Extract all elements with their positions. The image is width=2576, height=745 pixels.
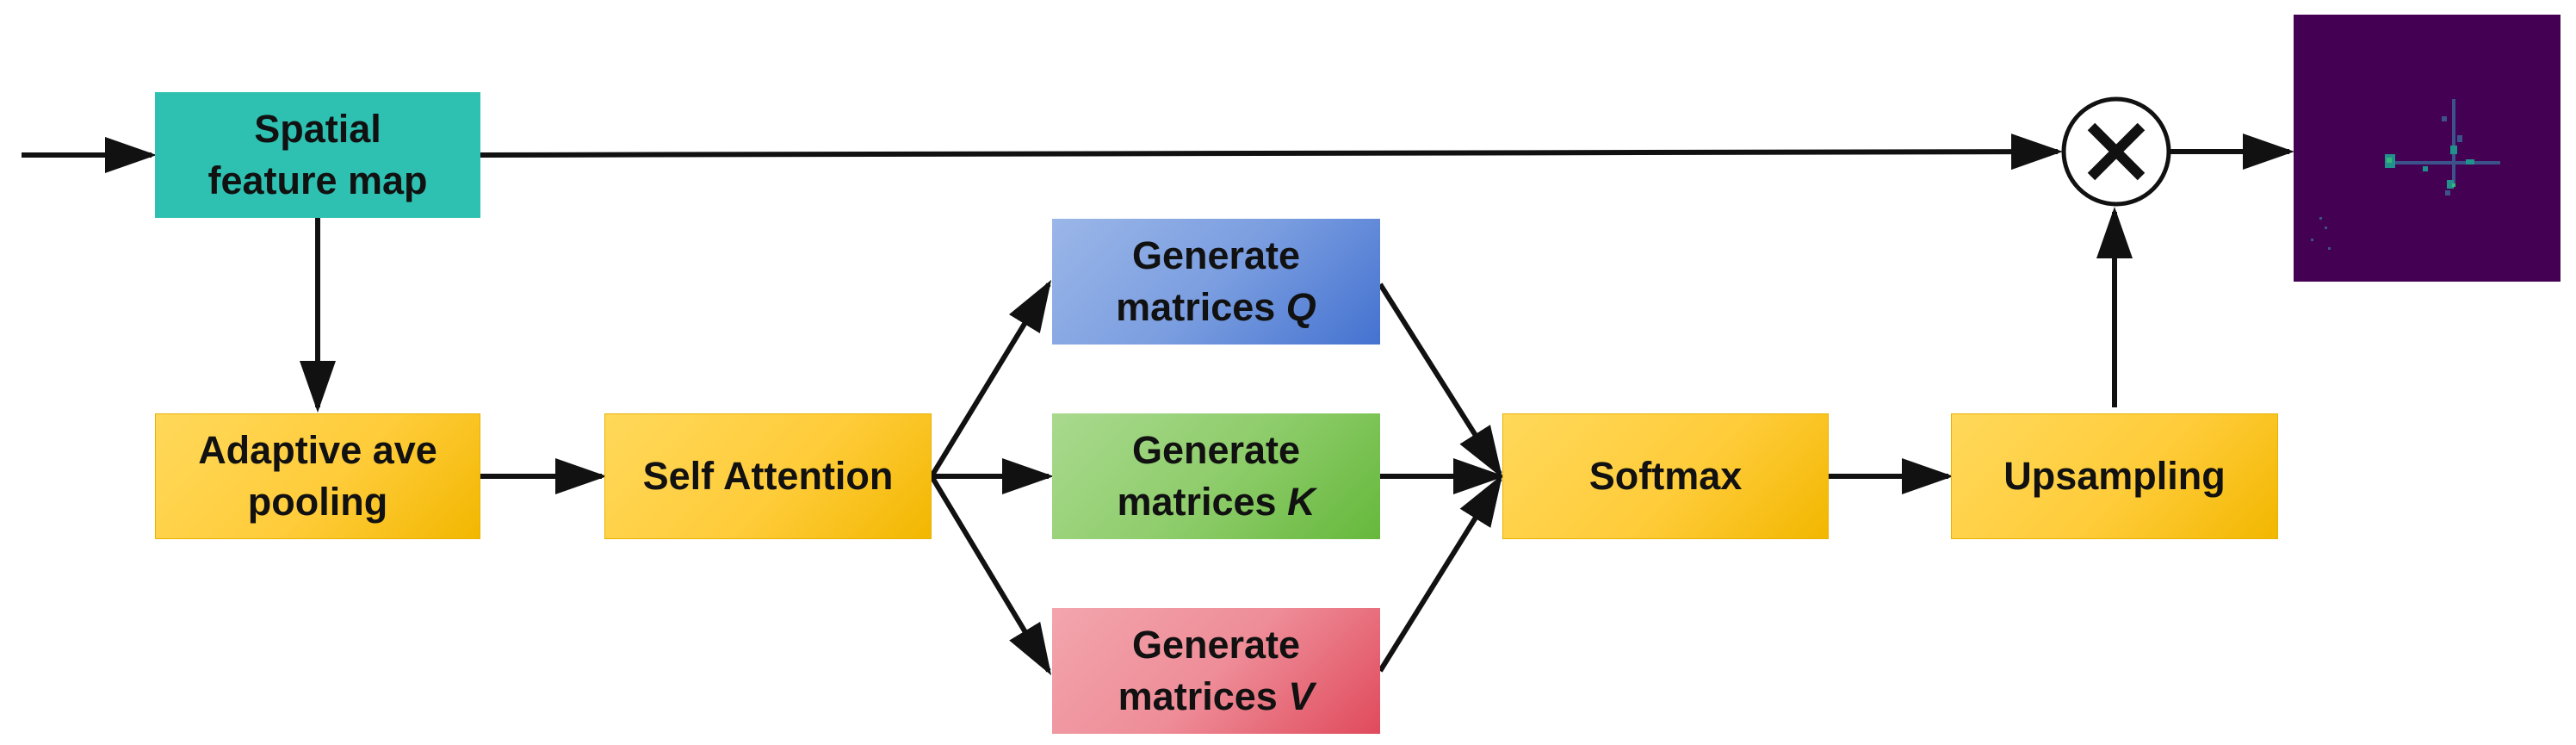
generate-v-line1: Generate	[1131, 623, 1301, 667]
attention-heatmap-image	[2294, 15, 2561, 282]
arrow-v-to-softmax	[1378, 474, 1503, 673]
generate-q-line1: Generate	[1131, 233, 1301, 277]
matrix-k-symbol: K	[1287, 480, 1316, 524]
matrix-v-symbol: V	[1288, 674, 1315, 718]
adaptive-ave-pooling-box: Adaptive ave pooling	[155, 413, 480, 539]
arrow-attention-to-q	[929, 279, 1052, 478]
upsampling-label: Upsampling	[2003, 454, 2226, 498]
generate-matrices-v-box: Generate matrices V	[1052, 608, 1380, 734]
matrix-q-symbol: Q	[1285, 285, 1316, 329]
generate-k-line2: matrices	[1117, 480, 1288, 524]
spatial-feature-map-box: Spatial feature map	[155, 92, 480, 218]
arrow-spatial-to-multiply	[480, 133, 2063, 171]
adaptive-ave-pooling-line2: pooling	[247, 480, 388, 524]
spatial-feature-map-line1: Spatial	[254, 107, 381, 151]
arrow-q-to-softmax	[1378, 282, 1503, 479]
self-attention-box: Self Attention	[604, 413, 932, 539]
generate-q-line2: matrices	[1116, 285, 1286, 329]
generate-v-line2: matrices	[1118, 674, 1289, 718]
softmax-label: Softmax	[1588, 454, 1743, 498]
generate-k-line1: Generate	[1131, 428, 1301, 472]
self-attention-label: Self Attention	[642, 454, 894, 498]
multiply-circle-icon	[2061, 96, 2171, 207]
upsampling-box: Upsampling	[1951, 413, 2278, 539]
generate-matrices-k-box: Generate matrices K	[1052, 413, 1380, 539]
spatial-feature-map-line2: feature map	[207, 158, 428, 202]
arrow-attention-to-v	[929, 475, 1052, 676]
softmax-box: Softmax	[1502, 413, 1829, 539]
generate-matrices-q-box: Generate matrices Q	[1052, 219, 1380, 345]
adaptive-ave-pooling-line1: Adaptive ave	[198, 428, 437, 472]
